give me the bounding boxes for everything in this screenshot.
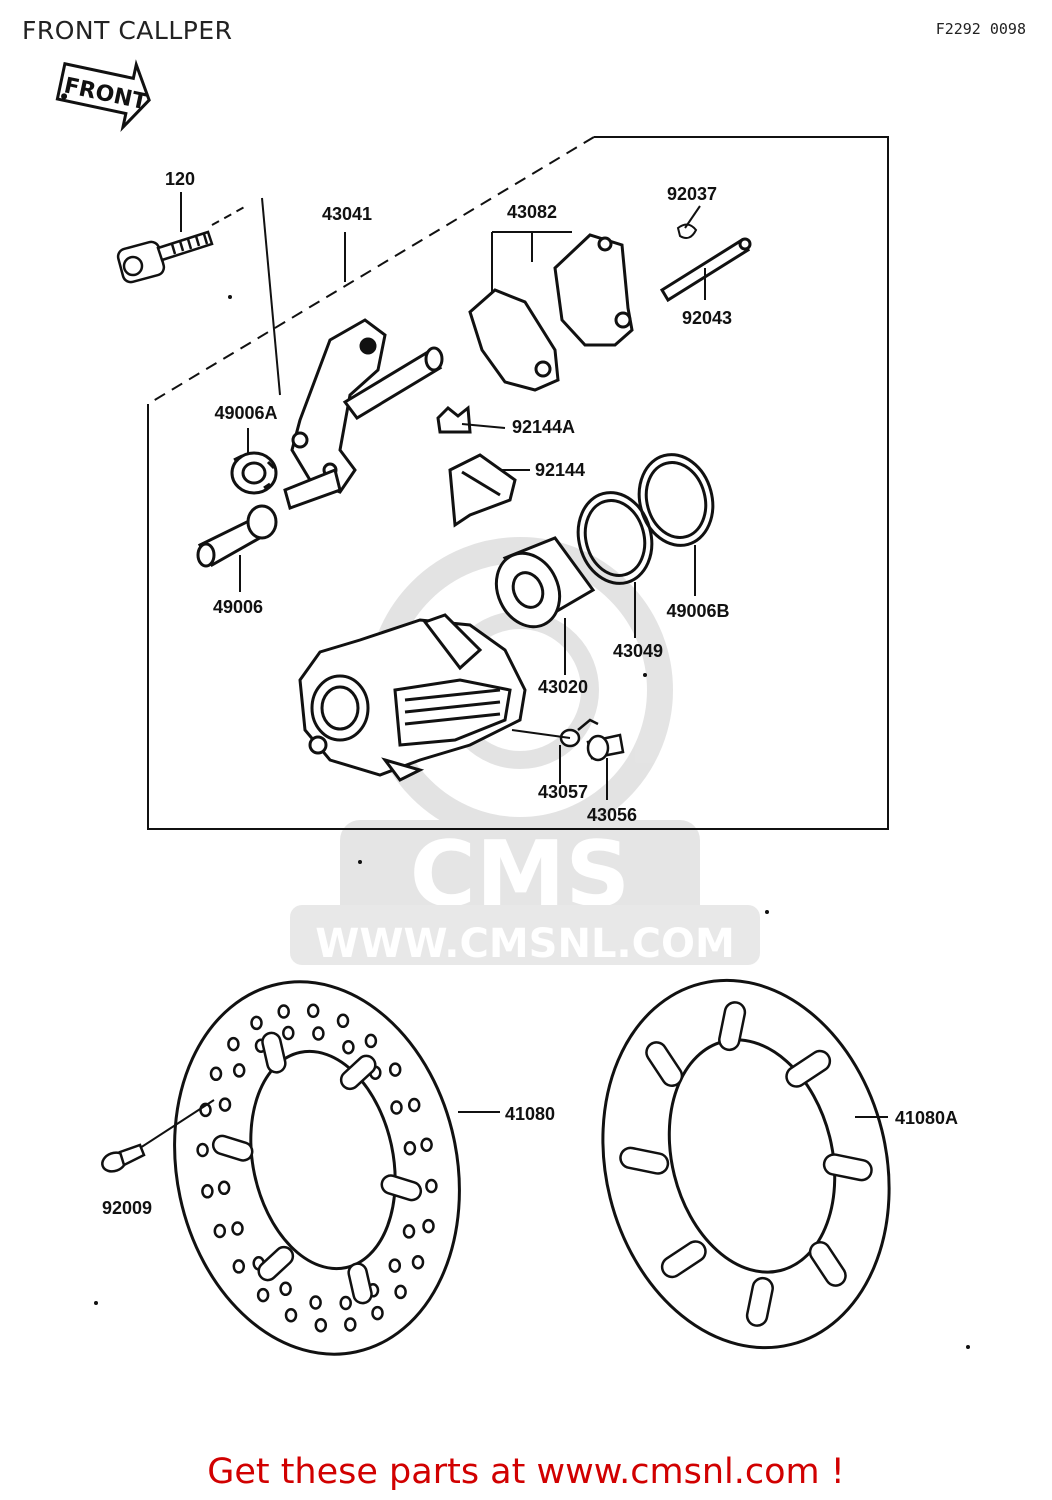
disc-hole — [344, 1317, 357, 1332]
anti-rattle-spring-92144 — [448, 453, 517, 528]
disc-hole — [217, 1180, 231, 1196]
spring-92144A — [436, 405, 472, 434]
watermark-brand: CMS — [410, 822, 630, 927]
disc-hole — [256, 1287, 270, 1303]
disc-hole — [364, 1033, 378, 1049]
figure-code: F2292 0098 — [935, 20, 1026, 38]
disc-slot — [822, 1153, 873, 1182]
part-number-labels: 120 43041 43082 92037 92043 49006A 92144… — [102, 169, 958, 1218]
disc-hole — [232, 1259, 246, 1274]
label-92043: 92043 — [682, 308, 732, 328]
disc-hole — [390, 1100, 403, 1115]
brake-disc-41080 — [173, 980, 461, 1356]
disc-hole — [342, 1039, 355, 1055]
disc-hole — [282, 1025, 295, 1041]
label-43057: 43057 — [538, 782, 588, 802]
dust-seal-49006B — [637, 453, 715, 547]
disc-hole — [232, 1063, 246, 1078]
cms-watermark: CMS WWW.CMSNL.COM — [290, 537, 760, 967]
bolt-120 — [116, 230, 214, 284]
piston-43020 — [494, 536, 596, 629]
disc-hole — [209, 1066, 223, 1082]
front-direction-badge: FRONT — [55, 59, 151, 133]
brake-disc-41080A — [601, 978, 891, 1350]
caliper-bracket-43041 — [283, 318, 444, 510]
disc-hole — [336, 1013, 350, 1029]
disc-slot — [745, 1276, 774, 1327]
disc-hole — [284, 1307, 298, 1323]
disc-hole — [201, 1184, 214, 1199]
disc-hole — [306, 1003, 320, 1019]
disc-hole — [420, 1137, 433, 1152]
disc-hole — [403, 1140, 417, 1156]
disc-slot — [347, 1262, 373, 1305]
label-43049: 43049 — [613, 641, 663, 661]
caliper-body — [298, 613, 527, 782]
watermark-url: WWW.CMSNL.COM — [315, 921, 735, 967]
disc-hole — [277, 1004, 290, 1019]
disc-slot — [211, 1134, 254, 1162]
pin-clip-92037 — [676, 223, 698, 239]
disc-slot — [645, 1041, 684, 1088]
label-92037: 92037 — [667, 184, 717, 204]
leader-lines — [139, 192, 888, 1149]
disc-slot — [257, 1245, 295, 1282]
label-43082: 43082 — [507, 202, 557, 222]
dust-boot-49006A — [230, 451, 278, 495]
label-49006A: 49006A — [214, 403, 277, 423]
scan-dots — [94, 295, 970, 1349]
label-92009: 92009 — [102, 1198, 152, 1218]
footer-cta-link[interactable]: Get these parts at www.cmsnl.com ! — [207, 1452, 845, 1492]
disc-hole — [250, 1015, 263, 1031]
disc-slot — [339, 1054, 377, 1091]
slide-pin-49006 — [196, 504, 278, 568]
disc-hole — [388, 1258, 402, 1273]
disc-slot — [808, 1240, 847, 1287]
disc-hole — [411, 1254, 425, 1270]
label-43020: 43020 — [538, 677, 588, 697]
label-120: 120 — [165, 169, 195, 189]
disc-screw-92009 — [101, 1143, 146, 1173]
disc-hole — [314, 1317, 328, 1333]
label-43041: 43041 — [322, 204, 372, 224]
disc-hole — [407, 1097, 421, 1113]
disc-hole — [218, 1097, 232, 1112]
label-49006: 49006 — [213, 597, 263, 617]
disc-slot — [261, 1031, 287, 1074]
disc-hole — [227, 1036, 240, 1052]
disc-hole — [339, 1295, 352, 1311]
disc-slot — [619, 1146, 670, 1175]
disc-hole — [425, 1178, 438, 1194]
disc-slot — [660, 1240, 707, 1279]
brake-pads-43082 — [468, 233, 634, 392]
disc-slot — [380, 1174, 423, 1202]
disc-hole — [422, 1218, 435, 1234]
disc-hole — [196, 1142, 209, 1158]
disc-hole — [402, 1224, 416, 1239]
label-41080: 41080 — [505, 1104, 555, 1124]
disc-hole — [388, 1062, 402, 1077]
caliper-assembly-outline — [147, 136, 889, 830]
disc-hole — [231, 1221, 244, 1236]
bleeder-valve-43056 — [586, 733, 625, 762]
disc-slot — [718, 1001, 747, 1052]
disc-slot — [785, 1049, 832, 1088]
disc-hole — [213, 1223, 227, 1239]
disc-hole — [312, 1026, 325, 1041]
label-43056: 43056 — [587, 805, 637, 825]
label-49006B: 49006B — [666, 601, 729, 621]
disc-hole — [279, 1281, 292, 1297]
diagram-title: FRONT CALLPER — [22, 16, 233, 45]
disc-hole — [309, 1295, 322, 1310]
label-41080A: 41080A — [895, 1108, 958, 1128]
disc-hole — [371, 1305, 384, 1321]
disc-hole — [394, 1284, 407, 1300]
label-92144: 92144 — [535, 460, 585, 480]
label-92144A: 92144A — [512, 417, 575, 437]
